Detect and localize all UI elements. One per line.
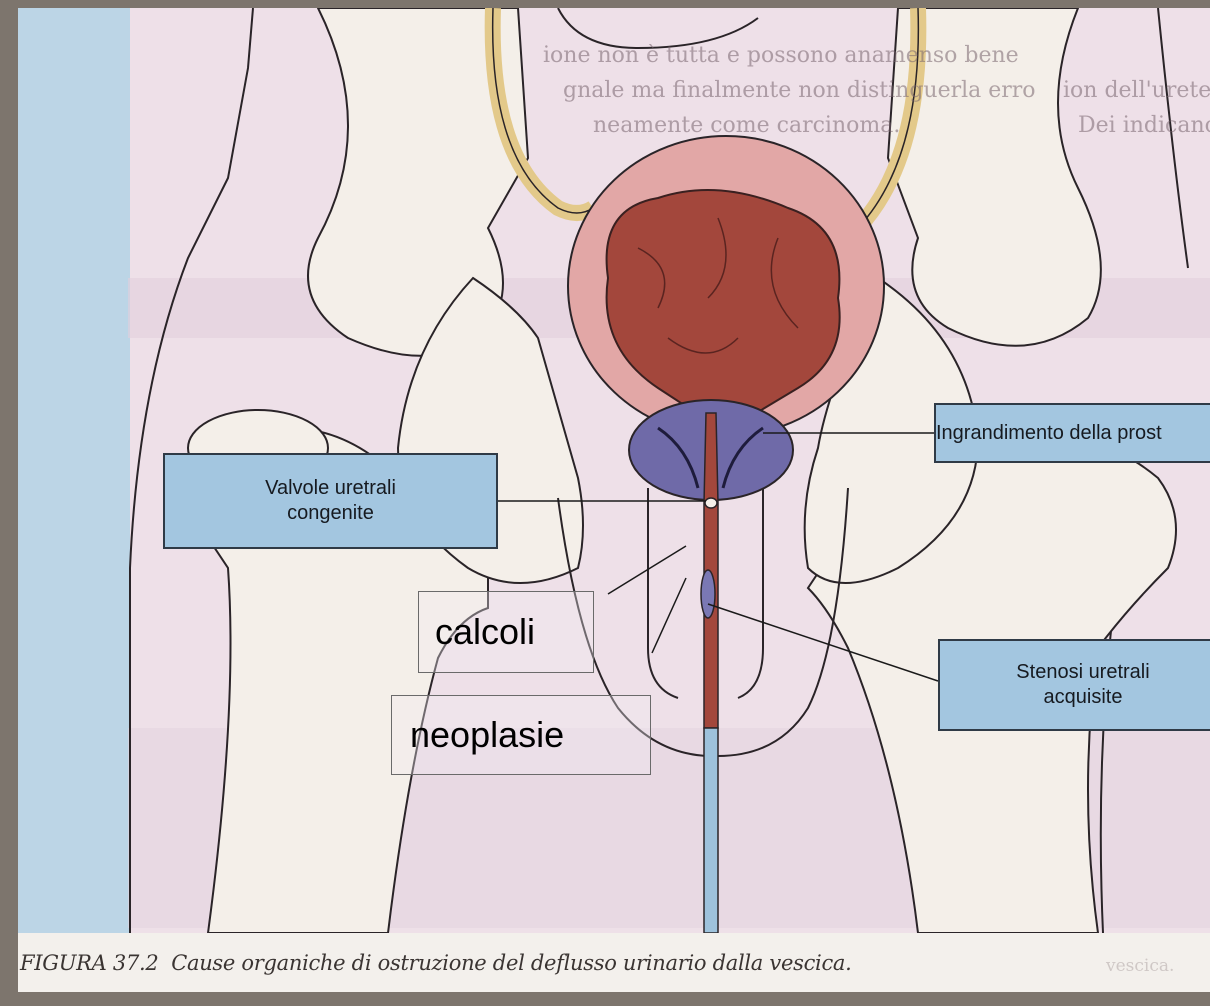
urethra-distal xyxy=(704,728,718,933)
bleedthrough-text-3: neamente come carcinoma. xyxy=(593,113,900,138)
label-prostata-text: Ingrandimento della prost xyxy=(936,421,1162,446)
left-blue-band xyxy=(18,8,130,933)
label-calcoli-text: calcoli xyxy=(435,611,535,653)
bleedthrough-text-4: ion dell'uretelio xyxy=(1063,78,1210,103)
figure-caption: FIGURA 37.2 Cause organiche di ostruzion… xyxy=(20,951,852,975)
bleedthrough-text-5: Dei indicano come xyxy=(1078,113,1210,138)
bleedthrough-text-1: ione non è tutta e possono anamenso bene xyxy=(543,43,1019,68)
book-page: ione non è tutta e possono anamenso bene… xyxy=(18,8,1210,992)
bleedthrough-text-2: gnale ma finalmente non distinguerla err… xyxy=(563,78,1036,103)
caption-text: Cause organiche di ostruzione del deflus… xyxy=(171,951,851,975)
label-valvole-uretrali: Valvole uretrali congenite xyxy=(163,453,498,549)
label-stenosi-uretrali: Stenosi uretrali acquisite xyxy=(938,639,1210,731)
caption-number: FIGURA 37.2 xyxy=(20,951,158,975)
label-neoplasie-text: neoplasie xyxy=(410,714,564,756)
label-valvole-line2: congenite xyxy=(265,501,396,526)
label-ingrandimento-prostata: Ingrandimento della prost xyxy=(934,403,1210,463)
bleedthrough-caption: vescica. xyxy=(1106,956,1174,976)
label-neoplasie: neoplasie xyxy=(391,695,651,775)
label-valvole-line1: Valvole uretrali xyxy=(265,476,396,501)
urethral-valve xyxy=(705,498,717,508)
urethral-stenosis-mark xyxy=(701,570,715,618)
label-stenosi-line2: acquisite xyxy=(1016,685,1149,710)
label-stenosi-line1: Stenosi uretrali xyxy=(1016,660,1149,685)
label-calcoli: calcoli xyxy=(418,591,594,673)
